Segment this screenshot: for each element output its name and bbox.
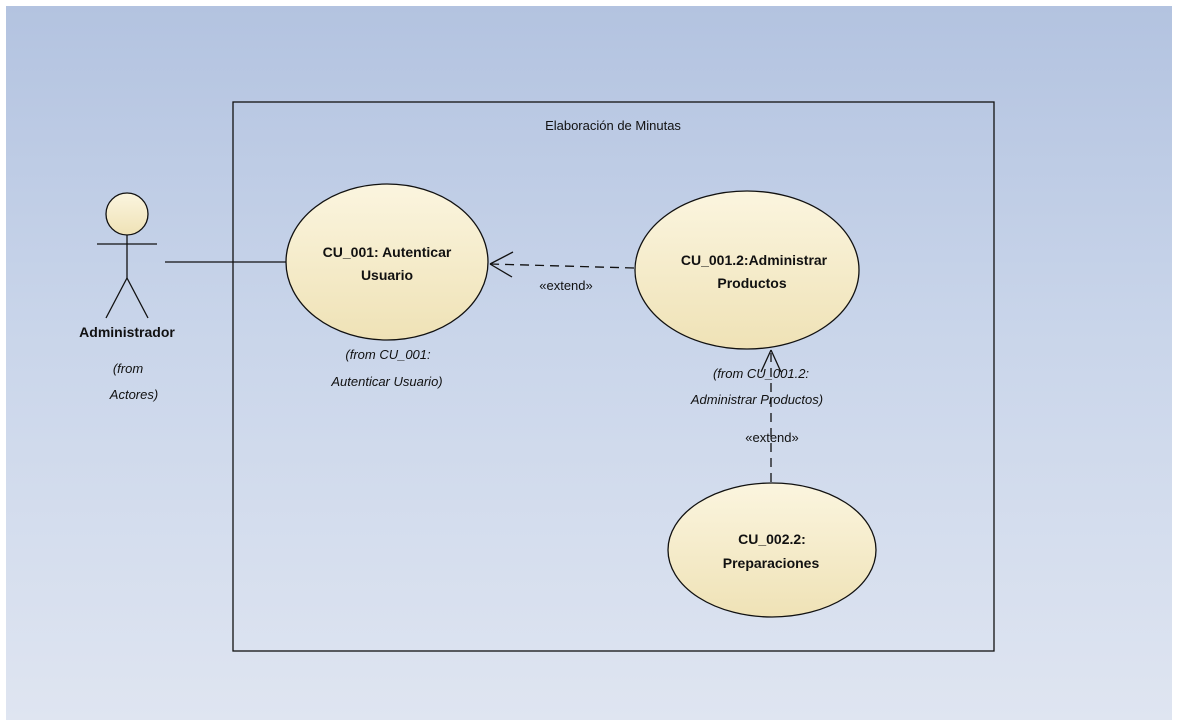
use-case-from-line2: Autenticar Usuario)	[330, 374, 442, 389]
extend-relation-1[interactable]: «extend»	[489, 251, 635, 293]
extend-relation-2[interactable]: «extend»	[745, 349, 799, 482]
use-case-title-line2: Preparaciones	[723, 555, 820, 571]
actor-name: Administrador	[79, 324, 175, 340]
diagram-canvas	[6, 6, 1172, 720]
system-boundary[interactable]	[232, 101, 995, 652]
use-case-title-line1: CU_001.2:Administrar	[681, 252, 828, 268]
use-case-cu-001-2[interactable]: CU_001.2:Administrar Productos (from CU_…	[634, 190, 860, 407]
actor-administrador[interactable]: Administrador (from Actores)	[79, 192, 175, 402]
actor-from-line1: (from	[113, 361, 144, 376]
use-case-from-line1: (from CU_001.2:	[713, 366, 809, 381]
extend-label-2: «extend»	[745, 430, 799, 445]
actor-from-line2: Actores)	[109, 387, 158, 402]
use-case-from-line1: (from CU_001:	[345, 347, 431, 362]
use-case-title-line1: CU_002.2:	[738, 531, 806, 547]
use-case-title-line2: Usuario	[361, 267, 413, 283]
actor-stick-figure-icon	[97, 192, 157, 319]
use-case-cu-002-2[interactable]: CU_002.2: Preparaciones	[667, 482, 877, 618]
use-case-title-line1: CU_001: Autenticar	[323, 244, 452, 260]
use-case-from-line2: Administrar Productos)	[690, 392, 823, 407]
use-case-title-line2: Productos	[717, 275, 786, 291]
open-arrowhead-icon	[760, 349, 782, 373]
open-arrowhead-icon	[489, 251, 514, 278]
use-case-cu-001[interactable]: CU_001: Autenticar Usuario (from CU_001:…	[285, 183, 489, 389]
extend-label-1: «extend»	[539, 278, 593, 293]
boundary-title: Elaboración de Minutas	[545, 118, 681, 133]
